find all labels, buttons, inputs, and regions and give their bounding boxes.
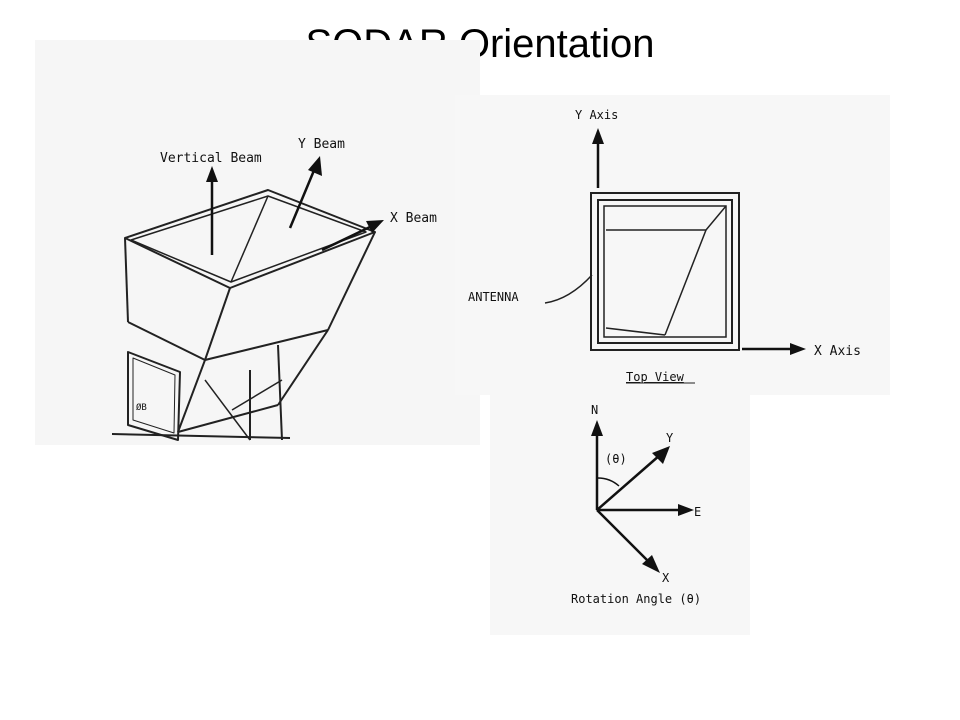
scan-background <box>35 40 480 445</box>
rotation-angle-diagram: N Y E X (θ) Rotation Angle (θ) <box>490 390 750 635</box>
antenna-outer-frame <box>590 192 740 351</box>
vertical-beam-arrowhead <box>206 166 218 182</box>
y-axis-arrowhead <box>592 128 604 144</box>
y-beam-label: Y Beam <box>298 137 345 152</box>
x-rotated-arrowhead <box>642 555 660 573</box>
hopper-bottom-edge <box>605 327 666 336</box>
x-beam-arrow <box>321 224 373 252</box>
y-beam-arrow <box>288 167 317 229</box>
x-axis-arrowhead <box>790 343 806 355</box>
north-arrowhead <box>591 420 603 436</box>
vertical-beam-label: Vertical Beam <box>160 151 262 166</box>
y-beam-arrowhead <box>308 156 322 176</box>
theta-arc <box>596 477 620 487</box>
east-arrowhead <box>678 504 694 516</box>
brace-1 <box>204 379 251 441</box>
north-label: N <box>591 403 598 417</box>
cone-front-edge <box>177 359 206 433</box>
east-label: E <box>694 505 701 519</box>
door-panel <box>132 357 176 434</box>
antenna-frame <box>597 199 733 344</box>
access-door <box>127 351 181 441</box>
x-label: X <box>662 571 670 585</box>
x-rotated-line <box>596 509 651 564</box>
hopper-inner-edge <box>230 195 269 283</box>
top-view-diagram: Y Axis X Axis ANTENNA Top View <box>455 95 890 395</box>
hopper-front-edge <box>204 287 231 361</box>
scan-background <box>490 390 750 635</box>
antenna-label: ANTENNA <box>468 290 519 304</box>
hopper-bottom-left <box>127 321 206 361</box>
antenna-leader-line <box>544 274 593 304</box>
top-view-caption: Top View <box>626 370 685 384</box>
theta-label: (θ) <box>605 452 627 466</box>
y-axis-label: Y Axis <box>575 108 618 122</box>
hopper-left-edge <box>124 237 129 323</box>
y-label: Y <box>666 431 674 445</box>
hopper-bottom-right <box>204 329 329 361</box>
base-rail <box>111 433 291 439</box>
x-beam-arrowhead <box>366 220 384 233</box>
hopper-slope-edge <box>664 229 707 336</box>
leg-right <box>277 344 283 441</box>
brace-2 <box>231 379 283 411</box>
cone-right-edge <box>277 329 329 406</box>
y-rotated-line <box>596 454 661 511</box>
y-rotated-arrowhead <box>652 446 670 464</box>
hopper-right-edge <box>327 231 376 331</box>
antenna-inner-frame <box>603 205 727 338</box>
scan-background <box>455 95 890 395</box>
sodar-hopper-diagram: ØB Vertical Beam Y Beam X Beam <box>35 40 480 445</box>
door-marking: ØB <box>136 402 147 413</box>
cone-bottom <box>177 404 279 433</box>
hopper-inner-rim <box>130 195 367 283</box>
x-axis-label: X Axis <box>814 344 861 359</box>
x-beam-label: X Beam <box>390 211 437 226</box>
rotation-caption: Rotation Angle (θ) <box>571 592 701 606</box>
